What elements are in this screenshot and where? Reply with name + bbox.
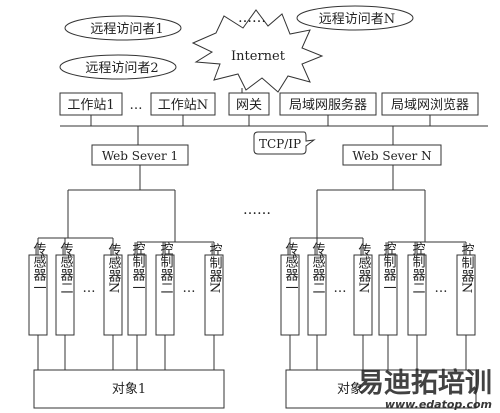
group-n-controller-2-box (407, 254, 427, 336)
object-n-label: 对象 (337, 382, 363, 397)
group-n-sensor-1-box (280, 254, 300, 336)
remote-visitor-n-bubble (296, 5, 414, 31)
middle-ellipsis: …… (243, 202, 271, 218)
group-n-sensor-2-box (307, 254, 327, 336)
group-1-wiring (37, 165, 215, 370)
group-1-sensor-ellipsis: … (83, 281, 96, 296)
group-1-controller-ellipsis: … (183, 281, 196, 296)
group-n-controller-ellipsis: … (435, 281, 448, 296)
group-1-sensor-2-label: 传感器二 (58, 242, 74, 294)
group-n-sensor-2-label: 传感器二 (310, 242, 326, 294)
workstation-1-label: 工作站1 (67, 98, 114, 113)
group-n-wiring (289, 165, 467, 370)
group-1-controller-1-label: 控制器一 (130, 242, 146, 294)
group-n-controller-n-label: 控制器N (459, 243, 475, 293)
group-1-sensor-n-label: 传感器N (106, 243, 122, 293)
remote-visitor-n-label: 远程访问者N (319, 12, 395, 27)
top-ellipsis: …… (238, 10, 266, 26)
group-n-controller-1-box (378, 254, 398, 336)
remote-visitor-1-bubble (64, 15, 182, 41)
group-n-controller-n-box (456, 254, 476, 336)
lan-server-label: 局域网服务器 (289, 97, 367, 113)
group-1-controller-n-label: 控制器N (207, 243, 223, 293)
group-n-sensor-ellipsis: … (334, 281, 347, 296)
group-1-sensor-2-box (55, 254, 75, 336)
group-n-sensor-n-box (353, 254, 373, 336)
tcpip-callout (253, 131, 316, 155)
group-1-controller-1-box (127, 254, 147, 336)
remote-visitor-2-label: 远程访问者2 (85, 61, 158, 76)
group-n-sensor-n-label: 传感器N (356, 243, 372, 293)
web-server-1-label: Web Sever 1 (102, 149, 178, 163)
watermark: 易迪拓培训 www.edatop.com (357, 368, 492, 411)
group-1-sensor-n-box (103, 254, 123, 336)
remote-visitor-1-label: 远程访问者1 (90, 22, 163, 37)
object-1-box (33, 369, 225, 409)
object-n-box (285, 369, 477, 409)
group-1-sensor-1-label: 传感器一 (31, 242, 47, 294)
web-server-n-label: Web Sever N (352, 149, 431, 163)
web-server-n-box (342, 144, 442, 166)
group-n-controller-1-label: 控制器一 (381, 242, 397, 294)
lan-browser-label: 局域网浏览器 (391, 97, 469, 113)
group-n-controller-2-label: 控制器二 (410, 242, 426, 294)
internet-label: Internet (231, 49, 286, 64)
watermark-title: 易迪拓培训 (357, 368, 492, 399)
object-1-label: 对象1 (112, 382, 146, 397)
internet-cloud (191, 9, 324, 93)
group-n-sensor-1-label: 传感器一 (283, 242, 299, 294)
group-1-sensor-1-box (28, 254, 48, 336)
remote-visitor-2-bubble (59, 54, 177, 80)
tcpip-label: TCP/IP (259, 137, 301, 151)
watermark-url: www.edatop.com (385, 398, 492, 411)
workstation-ellipsis: … (130, 98, 143, 113)
group-1-controller-2-box (155, 254, 175, 336)
gateway-label: 网关 (236, 98, 262, 113)
group-1-controller-n-box (204, 254, 224, 336)
group-1-controller-2-label: 控制器二 (158, 242, 174, 294)
workstation-n-label: 工作站N (158, 98, 208, 113)
